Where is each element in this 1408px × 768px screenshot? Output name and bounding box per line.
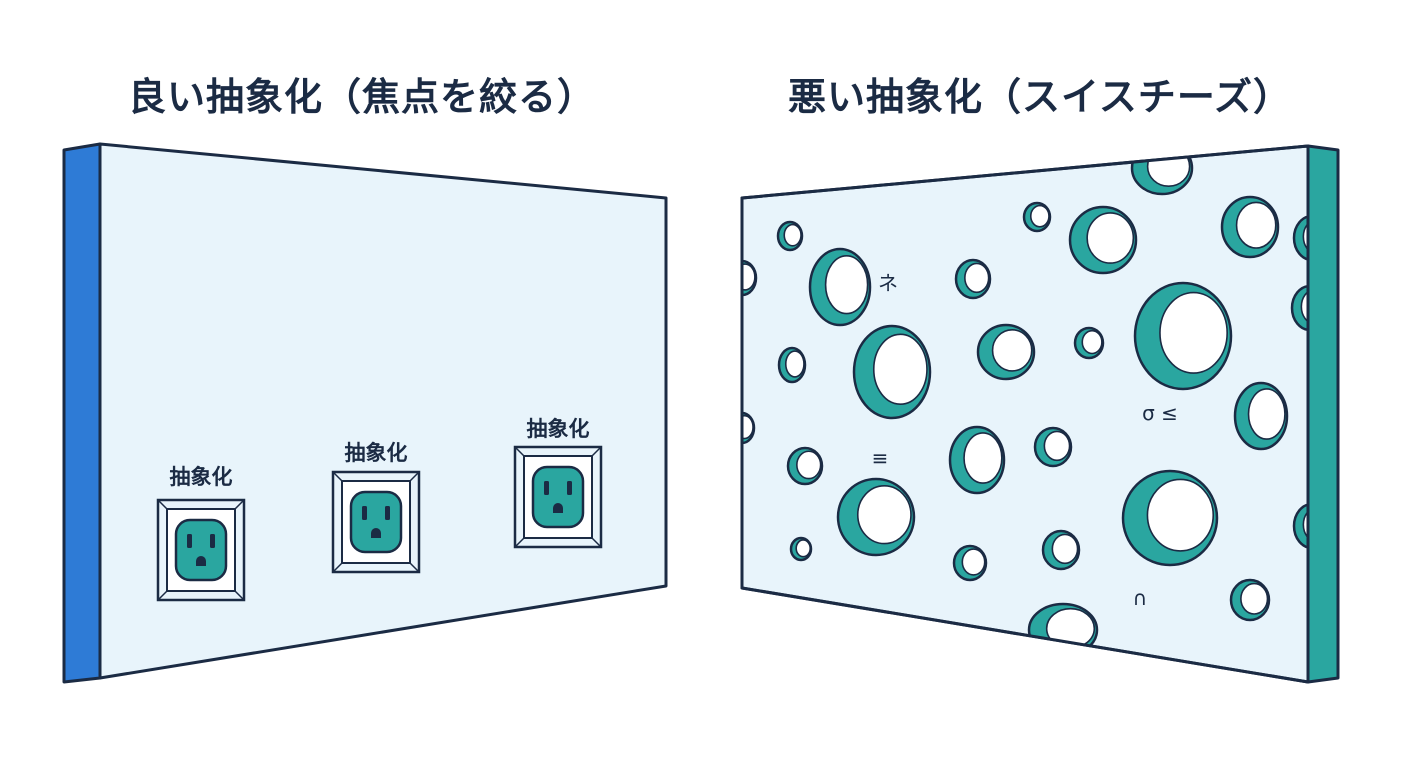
scribble-marks: ネ σ ≤ ≡ ∩ bbox=[872, 271, 1178, 610]
cheese-hole-opening bbox=[961, 548, 986, 576]
electrical-outlet-icon bbox=[331, 470, 421, 574]
outlet-label: 抽象化 bbox=[170, 465, 233, 489]
bad-panel-edge bbox=[1306, 144, 1340, 684]
bad-abstraction-title: 悪い抽象化（スイスチーズ） bbox=[788, 75, 1292, 119]
cheese-hole-opening bbox=[1247, 388, 1286, 440]
scribble-mark: ネ bbox=[878, 271, 898, 295]
electrical-outlet-icon bbox=[513, 445, 603, 549]
cheese-hole-opening bbox=[742, 263, 756, 291]
outlet-3: 抽象化 bbox=[513, 417, 603, 549]
cheese-hole-opening bbox=[991, 329, 1033, 372]
cheese-hole-icon bbox=[1292, 214, 1308, 262]
cheese-hole-opening bbox=[1240, 582, 1269, 615]
cheese-hole-opening bbox=[1086, 212, 1135, 264]
cheese-hole-opening bbox=[1302, 219, 1308, 255]
outlet-2: 抽象化 bbox=[331, 441, 421, 574]
outlet-label: 抽象化 bbox=[345, 441, 408, 465]
good-panel-edge bbox=[62, 142, 102, 684]
cheese-hole-opening bbox=[742, 414, 754, 440]
cheese-hole-opening bbox=[824, 255, 869, 315]
cheese-hole-icon bbox=[1292, 502, 1308, 550]
cheese-hole-opening bbox=[872, 333, 928, 405]
cheese-holes-rim bbox=[740, 144, 1310, 684]
cheese-hole-opening bbox=[1081, 329, 1103, 355]
cheese-hole-opening bbox=[784, 350, 805, 378]
cheese-hole-opening bbox=[795, 539, 812, 558]
cheese-hole-opening bbox=[1029, 204, 1050, 228]
scribble-mark: σ ≤ bbox=[1142, 401, 1178, 425]
cheese-hole-opening bbox=[1146, 478, 1215, 552]
electrical-outlet-icon bbox=[156, 498, 246, 602]
cheese-hole-opening bbox=[1235, 201, 1277, 249]
scribble-mark: ∩ bbox=[1133, 586, 1148, 610]
outlet-1: 抽象化 bbox=[156, 465, 246, 602]
scribble-mark: ≡ bbox=[872, 446, 889, 470]
cheese-hole-opening bbox=[796, 450, 822, 480]
cheese-hole-opening bbox=[964, 262, 990, 294]
cheese-hole-opening bbox=[783, 223, 802, 247]
cheese-hole-icon bbox=[1290, 284, 1308, 332]
good-abstraction-title: 良い抽象化（焦点を絞る） bbox=[128, 75, 597, 119]
bad-panel-outline bbox=[740, 144, 1310, 684]
cheese-hole-opening bbox=[856, 485, 912, 545]
cheese-hole-opening bbox=[963, 432, 1003, 484]
cheese-hole-opening bbox=[1146, 146, 1191, 188]
cheese-hole-opening bbox=[1043, 430, 1071, 462]
good-panel bbox=[62, 142, 668, 684]
cheese-hole-opening bbox=[1159, 291, 1228, 374]
outlet-label: 抽象化 bbox=[527, 417, 590, 441]
cheese-hole-opening bbox=[1302, 507, 1308, 543]
cheese-hole-opening bbox=[1051, 533, 1079, 565]
